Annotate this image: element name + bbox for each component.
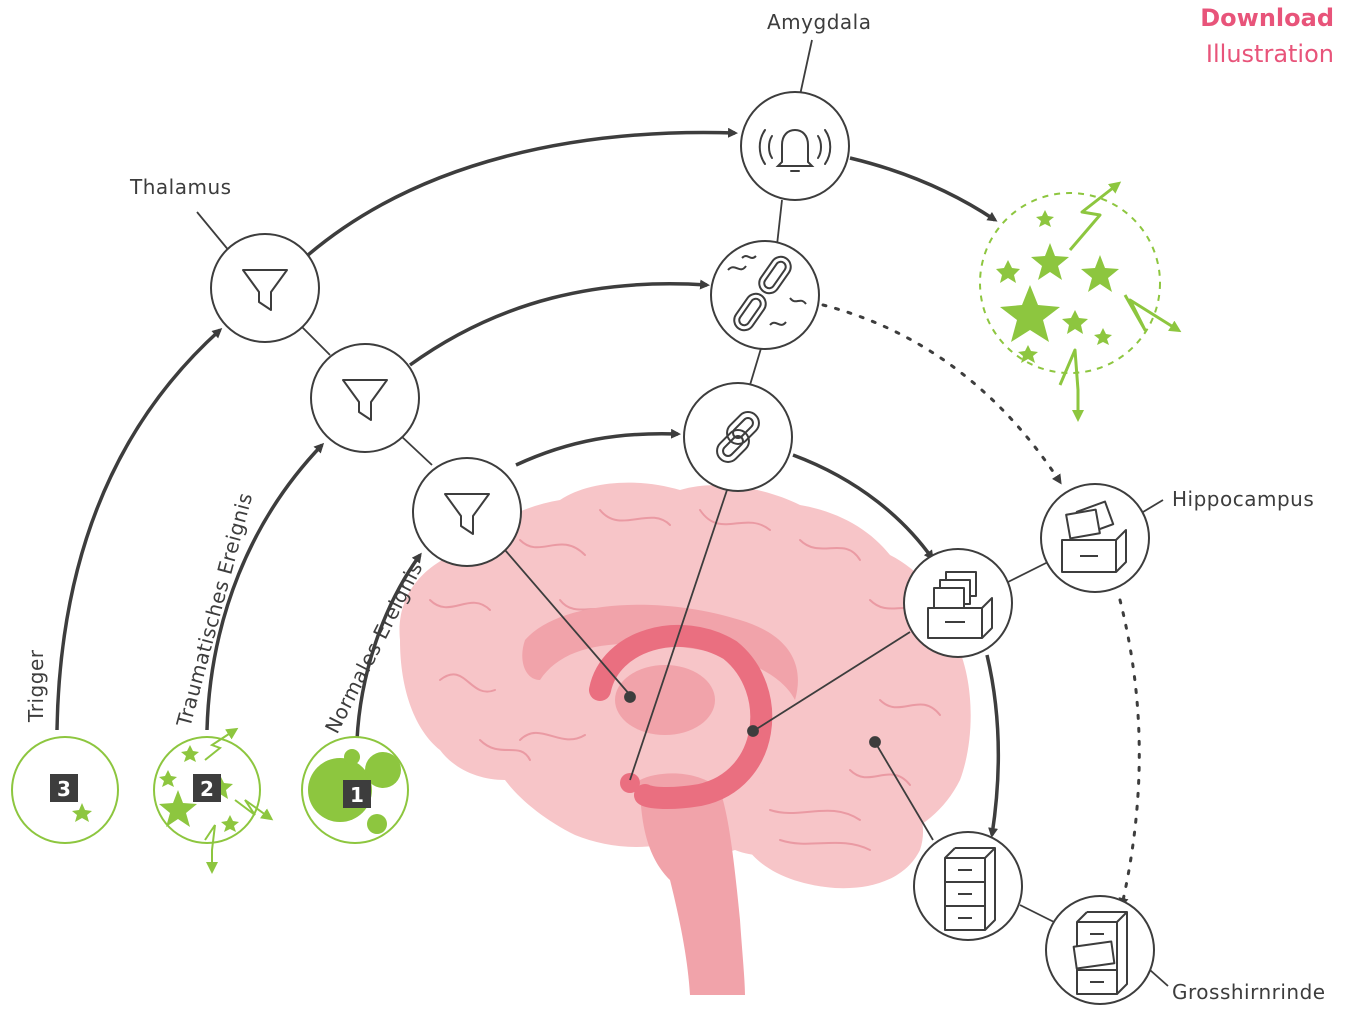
filing-cabinet-icon [944,847,996,931]
amygdala-node [740,91,850,201]
file-box-icon [1061,500,1127,573]
thalamus-filter-node-2 [310,343,420,453]
label-thalamus: Thalamus [130,175,232,199]
svg-text:2: 2 [200,777,214,801]
label-grosshirnrinde: Grosshirnrinde [1172,980,1326,1004]
label-amygdala: Amygdala [767,10,872,34]
badge-1: 1 [343,780,371,808]
download-illustration-link[interactable]: Download Illustration [1200,0,1334,72]
filing-cabinet-icon [1072,911,1128,995]
flow-arrows [55,127,1001,838]
label-trigger: Trigger [24,649,48,723]
label-traumatisches-ereignis: Traumatisches Ereignis [171,490,257,730]
chain-link-icon [716,411,760,463]
brain-cerebellum [740,768,924,889]
alarm-bell-icon [758,128,832,172]
broken-chain-node [710,240,820,350]
badge-2: 2 [193,774,221,802]
thalamus-filter-node-3 [412,457,522,567]
label-hippocampus: Hippocampus [1172,487,1315,511]
brain-illustration [399,482,971,995]
chain-link-node [683,382,793,492]
svg-text:3: 3 [57,777,71,801]
file-box-icon [927,571,993,639]
broken-chain-icon [727,255,807,332]
connector-lines [196,39,1169,987]
brain-stem [640,773,745,995]
thalamus-filter-node-1 [210,233,320,343]
illustration-label[interactable]: Illustration [1205,40,1334,68]
download-label[interactable]: Download [1200,4,1334,32]
badge-3: 3 [50,774,78,802]
svg-text:1: 1 [350,783,364,807]
hippocampus-node [1040,483,1150,593]
stars-icon [979,181,1182,422]
